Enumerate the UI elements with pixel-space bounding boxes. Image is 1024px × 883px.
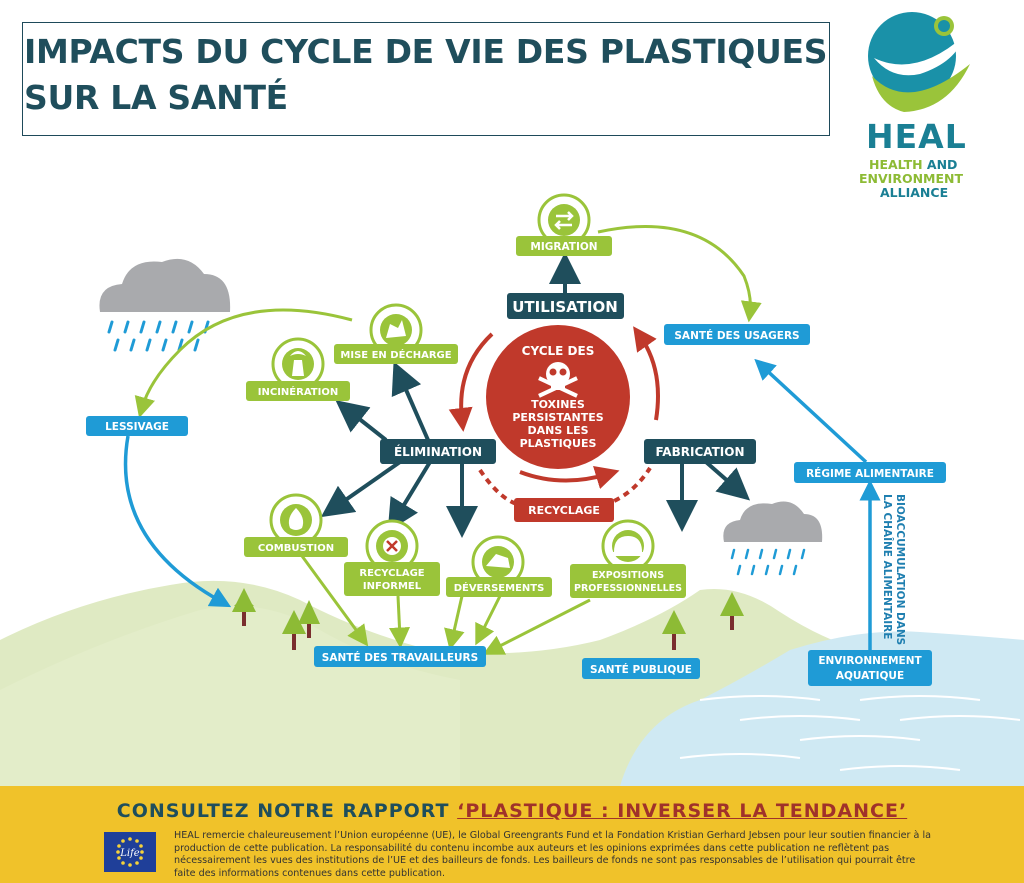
tree-icon <box>720 592 744 630</box>
footer-cta: CONSULTEZ NOTRE RAPPORT ‘PLASTIQUE : INV… <box>0 800 1024 822</box>
hardhat-icon <box>601 519 655 573</box>
utilisation-label: UTILISATION <box>512 298 618 316</box>
tree-icon <box>298 600 320 638</box>
public-health-node <box>582 658 700 679</box>
tree-icon <box>662 610 686 650</box>
footer-band: CONSULTEZ NOTRE RAPPORT ‘PLASTIQUE : INV… <box>0 786 1024 883</box>
bioaccumulation-label-1: BIOACCUMULATION DANS <box>894 494 906 645</box>
diagram-canvas: CYCLE DES TOXINES PERSISTANTES DANS LES … <box>0 193 1024 786</box>
informal-recycling-node <box>344 562 440 596</box>
recyclage-node <box>514 498 614 522</box>
combustion-icon <box>269 493 323 547</box>
occupational-exposure-label-2: PROFESSIONNELLES <box>574 583 682 594</box>
green-arrows <box>134 225 762 655</box>
utilisation-node <box>507 293 624 319</box>
aquatic-env-label-1: ENVIRONNEMENT <box>818 655 922 667</box>
logo-line3: ALLIANCE <box>880 185 949 200</box>
leaching-node <box>86 416 188 436</box>
aquatic-env-node <box>808 650 932 686</box>
title-box <box>22 22 830 136</box>
eu-stars-icon: Life <box>116 837 144 867</box>
occupational-exposure-node <box>570 564 686 598</box>
fabrication-node <box>644 439 756 464</box>
skull-icon <box>538 362 578 398</box>
fabrication-label: FABRICATION <box>655 445 744 459</box>
dumping-node <box>446 577 552 597</box>
bioaccumulation-label-2: LA CHAÎNE ALIMENTAIRE <box>881 494 894 639</box>
page-title-line1: IMPACTS DU CYCLE DE VIE DES PLASTIQUES <box>24 32 828 71</box>
migration-label: MIGRATION <box>530 241 597 253</box>
leaching-label: LESSIVAGE <box>105 421 169 433</box>
worker-health-label: SANTÉ DES TRAVAILLEURS <box>322 651 478 664</box>
worker-health-node <box>314 646 486 667</box>
informal-recycling-label-1: RECYCLAGE <box>359 568 424 579</box>
landfill-icon <box>369 303 423 357</box>
center-label-5: PLASTIQUES <box>520 437 597 450</box>
tree-icon <box>232 588 256 626</box>
incineration-node <box>246 381 350 401</box>
center-label-1: CYCLE DES <box>522 344 595 358</box>
logo-acronym: HEAL <box>866 117 967 156</box>
rain-cloud-icon <box>99 258 231 352</box>
elimination-node <box>380 439 496 464</box>
combustion-label: COMBUSTION <box>258 543 334 554</box>
informal-recycling-label-2: INFORMEL <box>363 581 422 592</box>
rain-cloud-icon <box>723 501 823 576</box>
migration-icon <box>537 193 591 247</box>
footer-cta-prefix: CONSULTEZ NOTRE RAPPORT <box>116 800 458 822</box>
diet-node <box>794 462 946 483</box>
eu-life-logo: Life <box>104 832 156 872</box>
navy-arrows <box>320 252 751 538</box>
landfill-node <box>334 344 458 364</box>
diet-label: RÉGIME ALIMENTAIRE <box>806 467 934 480</box>
heal-logo-icon <box>868 12 970 112</box>
public-health-label: SANTÉ PUBLIQUE <box>590 663 692 676</box>
logo-line2: ENVIRONMENT <box>859 171 964 186</box>
logo-line1: HEALTH AND <box>869 157 958 172</box>
funding-disclaimer: HEAL remercie chaleureusement l’Union eu… <box>174 830 932 879</box>
center-label-2: TOXINES <box>531 398 585 411</box>
occupational-exposure-label-1: EXPOSITIONS <box>592 570 664 581</box>
center-label-3: PERSISTANTES <box>512 411 603 424</box>
aquatic-env-label-2: AQUATIQUE <box>836 670 904 682</box>
report-link[interactable]: ‘PLASTIQUE : INVERSER LA TENDANCE’ <box>457 800 908 822</box>
elimination-label: ÉLIMINATION <box>394 444 482 459</box>
blue-arrows <box>123 358 881 650</box>
tree-icon <box>282 610 306 650</box>
landfill-label: MISE EN DÉCHARGE <box>340 348 451 361</box>
informal-recycling-icon <box>365 519 419 573</box>
combustion-node <box>244 537 348 557</box>
dumping-label: DÉVERSEMENTS <box>454 581 545 594</box>
page-title-line2: SUR LA SANTÉ <box>24 78 288 117</box>
toxin-cycle-circle <box>486 325 630 469</box>
user-health-label: SANTÉ DES USAGERS <box>674 329 799 342</box>
incineration-label: INCINÉRATION <box>258 385 338 398</box>
center-label-4: DANS LES <box>527 424 588 437</box>
user-health-node <box>664 324 810 345</box>
dumping-truck-icon <box>471 535 525 589</box>
life-label: Life <box>119 848 140 859</box>
incineration-icon <box>271 337 325 391</box>
recyclage-label: RECYCLAGE <box>528 504 600 517</box>
trees <box>232 588 744 650</box>
migration-node <box>516 236 612 256</box>
